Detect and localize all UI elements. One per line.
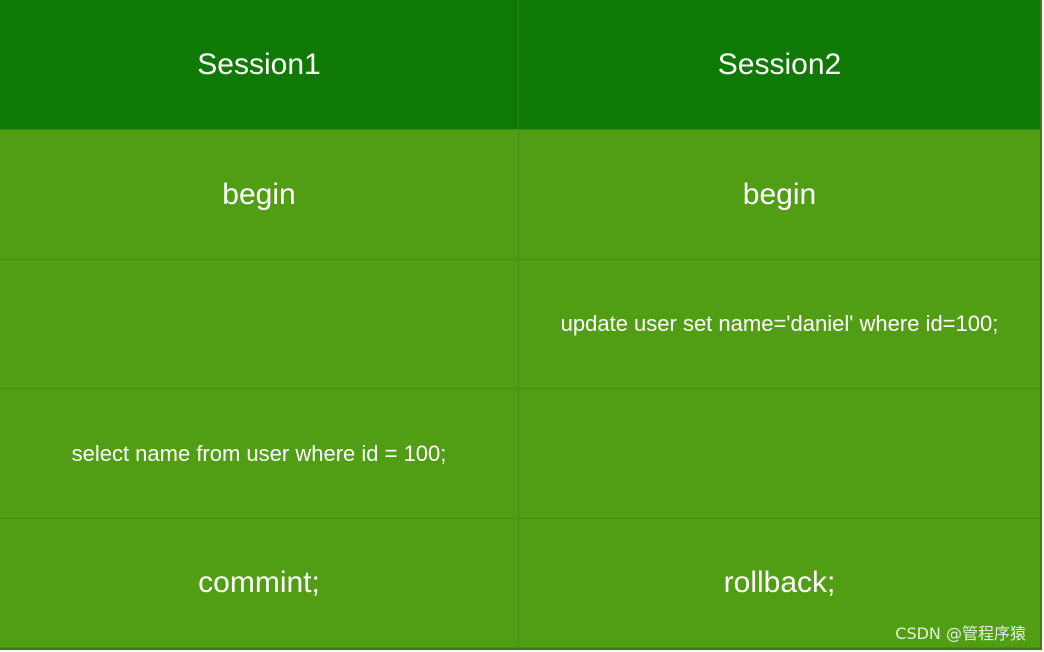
row4-session2: rollback; [519, 519, 1040, 648]
csdn-watermark: CSDN @管程序猿 [895, 624, 1026, 643]
row3-session2 [519, 389, 1040, 519]
row2-session2: update user set name='daniel' where id=1… [519, 260, 1040, 389]
row1-session2: begin [519, 130, 1040, 260]
row3-session1: select name from user where id = 100; [0, 389, 519, 519]
row2-session1 [0, 260, 519, 389]
header-session2: Session2 [519, 0, 1040, 130]
row1-session1: begin [0, 130, 519, 260]
header-session1: Session1 [0, 0, 519, 130]
row4-session1: commint; [0, 519, 519, 648]
